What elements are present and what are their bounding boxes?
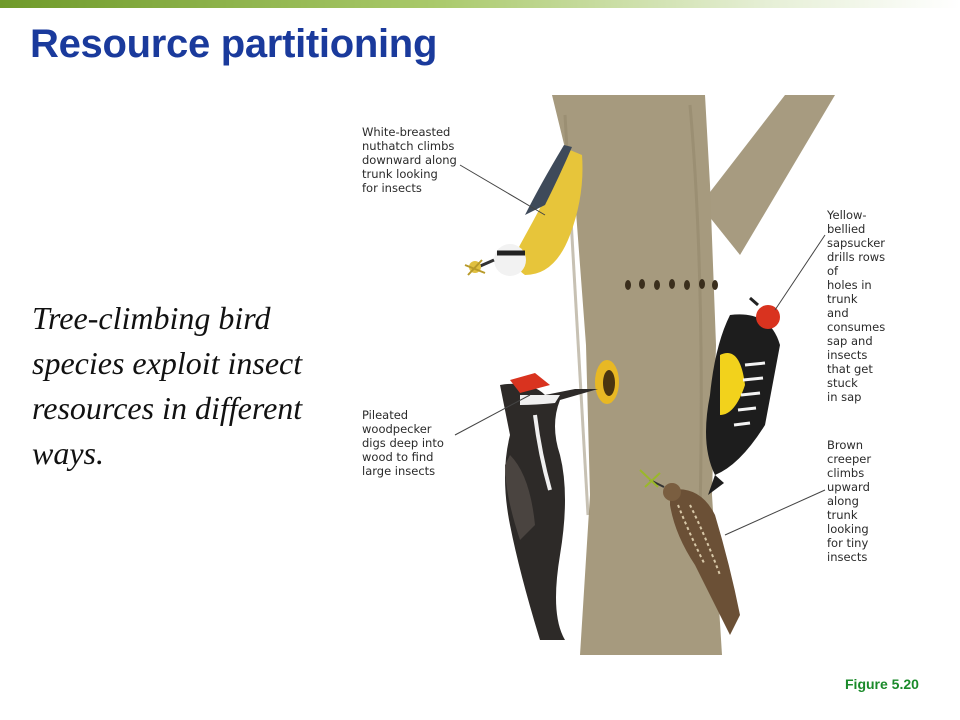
leader-line-sapsucker bbox=[774, 234, 826, 311]
brown-creeper-bird bbox=[639, 469, 740, 635]
label-woodpecker: Pileated woodpecker digs deep into wood … bbox=[362, 408, 444, 478]
sapsucker-holes bbox=[625, 279, 718, 290]
leader-line-nuthatch bbox=[459, 164, 546, 216]
slide-body-text: Tree-climbing bird species exploit insec… bbox=[32, 300, 303, 471]
insect-prey-2 bbox=[639, 469, 661, 488]
label-creeper: Brown creeper climbs upward along trunk … bbox=[827, 438, 872, 564]
nuthatch-bird bbox=[464, 145, 583, 276]
label-nuthatch: White-breasted nuthatch climbs downward … bbox=[362, 125, 457, 195]
resource-partitioning-figure: White-breasted nuthatch climbs downward … bbox=[360, 95, 885, 655]
leader-line-creeper bbox=[724, 489, 826, 536]
insect-prey-1 bbox=[464, 259, 486, 276]
sapsucker-bird bbox=[706, 296, 780, 495]
tree-illustration bbox=[454, 95, 835, 655]
leader-lines bbox=[454, 164, 826, 536]
pileated-woodpecker-bird bbox=[500, 373, 598, 640]
slide-title: Resource partitioning bbox=[30, 22, 438, 66]
label-sapsucker: Yellow-bellied sapsucker drills rows of … bbox=[827, 208, 886, 404]
leader-line-woodpecker bbox=[454, 394, 531, 436]
tree-branch bbox=[700, 95, 835, 255]
figure-number: Figure 5.20 bbox=[845, 676, 919, 692]
header-accent-bar bbox=[0, 0, 960, 8]
